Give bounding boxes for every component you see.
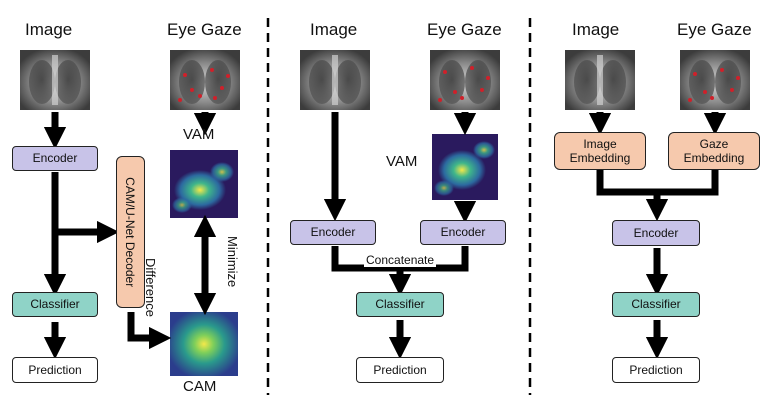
panel2-eye-gaze-image	[430, 50, 500, 110]
panel3-gaze-embedding-box: Gaze Embedding	[668, 132, 760, 170]
panel3-gaze-title: Eye Gaze	[677, 20, 752, 39]
panel1-chest-xray-image	[20, 50, 90, 110]
panel1-cam-heatmap	[170, 312, 238, 376]
panel3-gaze-embedding-line1: Gaze	[699, 136, 729, 151]
panel3-encoder-box: Encoder	[612, 220, 700, 246]
panel1-prediction-box: Prediction	[12, 357, 98, 383]
panel3-image-embedding-box: Image Embedding	[554, 132, 646, 170]
panel1-encoder-box: Encoder	[12, 146, 98, 171]
panel1-difference-label: Difference	[143, 258, 158, 318]
panel3-gaze-embedding-line2: Embedding	[683, 151, 745, 165]
panel1-decoder-box: CAM/U-Net Decoder	[116, 156, 145, 308]
panel1-vam-label: VAM	[183, 126, 215, 143]
panel1-eye-gaze-image	[170, 50, 240, 110]
panel3-eye-gaze-image	[680, 50, 750, 110]
panel3-image-embedding-line1: Image	[583, 136, 617, 151]
panel1-gaze-title: Eye Gaze	[167, 20, 242, 39]
panel1-arrows	[43, 112, 217, 360]
panel2-concatenate-label: Concatenate	[364, 253, 437, 267]
panel2-image-title: Image	[310, 20, 358, 39]
panel2-vam-label: VAM	[386, 153, 418, 170]
panel3-prediction-box: Prediction	[612, 357, 700, 383]
panel3-chest-xray-image	[565, 50, 635, 110]
panel3-arrows	[588, 112, 727, 360]
panel1-minimize-label: Minimize	[225, 236, 240, 288]
panel2-arrows	[323, 112, 477, 360]
panel2-vam-heatmap	[432, 134, 498, 200]
panel1-classifier-box: Classifier	[12, 292, 98, 317]
panel2-encoder-left-box: Encoder	[290, 220, 376, 245]
panel2-chest-xray-image	[300, 50, 370, 110]
panel1-vam-heatmap	[170, 150, 238, 218]
panel1-cam-label: CAM	[183, 378, 217, 395]
panel2-prediction-box: Prediction	[356, 357, 444, 383]
panel3-image-title: Image	[572, 20, 620, 39]
panel3-classifier-box: Classifier	[612, 292, 700, 317]
panel1-decoder-label: CAM/U-Net Decoder	[123, 176, 138, 288]
panel3-image-embedding-line2: Embedding	[569, 151, 631, 165]
panel2-classifier-box: Classifier	[356, 292, 444, 317]
panel1-image-title: Image	[25, 20, 73, 39]
panel2-gaze-title: Eye Gaze	[427, 20, 502, 39]
panel2-encoder-right-box: Encoder	[420, 220, 506, 245]
